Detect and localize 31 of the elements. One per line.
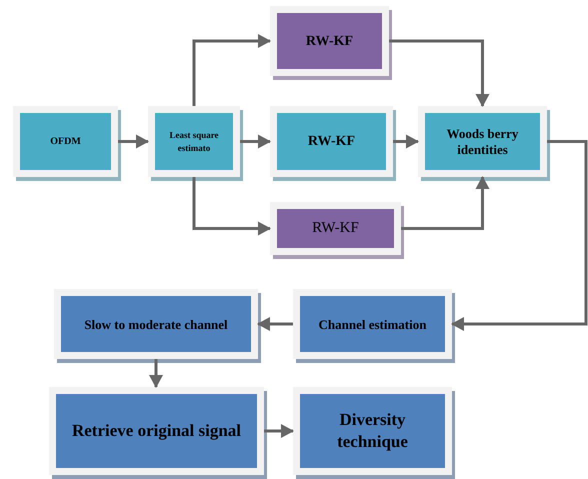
box-label: Retrieve original signal	[72, 420, 242, 442]
box-label: RW-KF	[312, 219, 359, 238]
arrow	[192, 177, 271, 236]
process-box	[293, 289, 452, 359]
process-box	[54, 289, 258, 359]
process-box	[49, 387, 264, 475]
arrow	[192, 34, 271, 106]
arrow	[264, 424, 294, 438]
process-box	[148, 106, 240, 177]
box-label: Woods berry identities	[446, 126, 520, 158]
box-label: OFDM	[50, 135, 81, 149]
process-box	[270, 106, 393, 177]
process-box	[270, 6, 389, 76]
box-label: RW-KF	[306, 32, 354, 50]
process-box	[418, 106, 547, 177]
arrow	[149, 359, 163, 388]
arrow	[257, 317, 293, 331]
process-box	[293, 387, 452, 475]
arrow	[240, 134, 271, 148]
box-label: RW-KF	[308, 133, 356, 151]
arrow	[393, 134, 419, 148]
box-label: Slow to moderate channel	[84, 316, 228, 332]
arrow	[401, 176, 490, 230]
box-label: Least square estimato	[168, 128, 220, 154]
box-label: Diversity technique	[336, 409, 409, 453]
box-label: Channel estimation	[318, 316, 426, 332]
arrow	[451, 140, 588, 331]
arrow	[118, 134, 149, 148]
process-box	[13, 106, 118, 177]
process-box	[270, 202, 401, 255]
arrow	[389, 40, 490, 107]
